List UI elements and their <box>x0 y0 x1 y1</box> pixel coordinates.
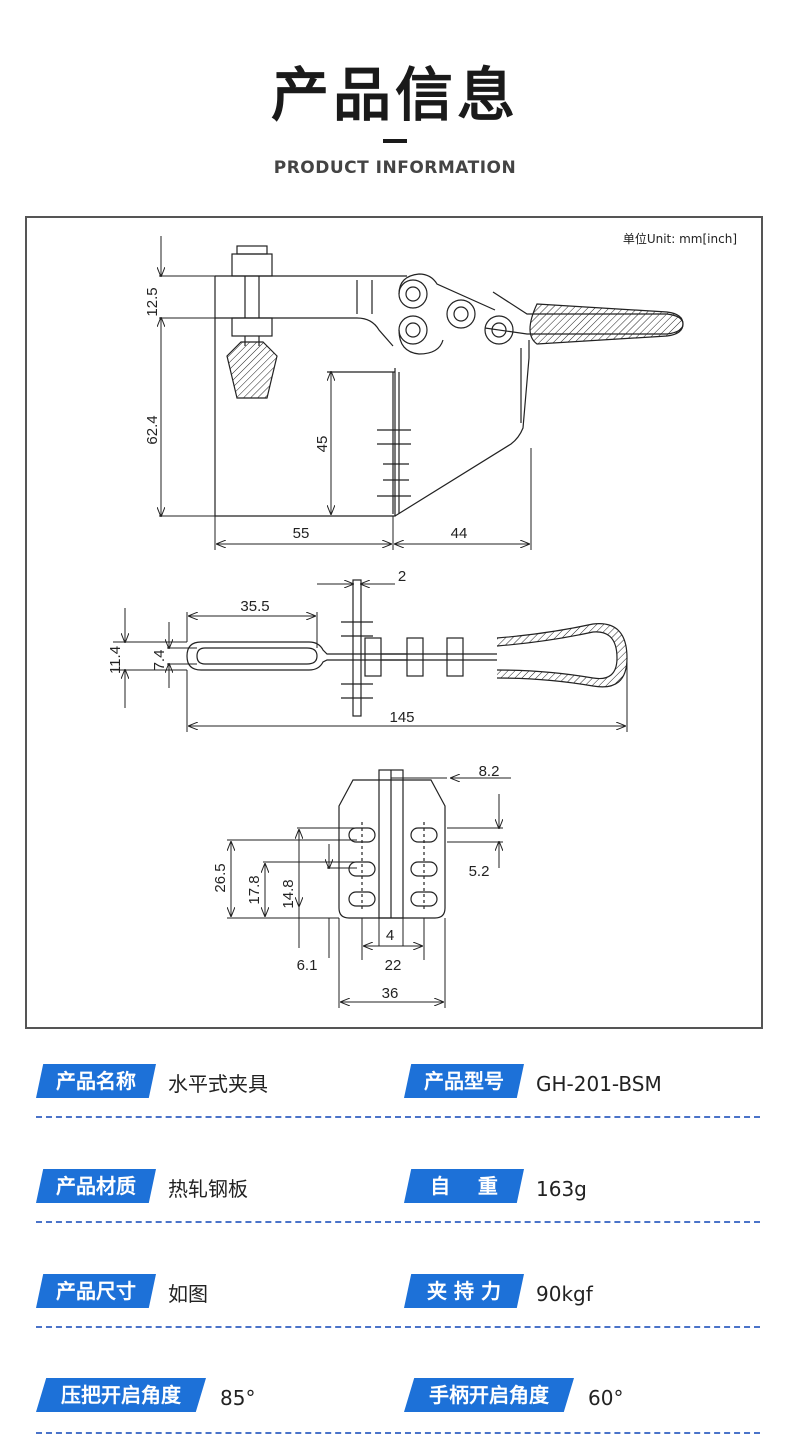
page-title: 产品信息 <box>270 61 519 129</box>
side-view <box>214 245 684 517</box>
spec-cell: 夹 持 力 90kgf <box>404 1268 760 1326</box>
spec-value: 163g <box>536 1177 587 1201</box>
title-underline <box>383 139 407 143</box>
spec-label: 自 重 <box>404 1169 524 1203</box>
row-divider <box>36 1221 760 1223</box>
spec-row: 产品名称 水平式夹具 产品型号 GH-201-BSM <box>36 1058 760 1118</box>
spec-label: 产品材质 <box>36 1169 156 1203</box>
spec-cell: 压把开启角度 85° <box>36 1372 396 1430</box>
spec-cell: 产品名称 水平式夹具 <box>36 1058 396 1116</box>
row-divider <box>36 1326 760 1328</box>
spec-value: 热轧钢板 <box>168 1177 248 1201</box>
spec-value: 如图 <box>168 1282 208 1306</box>
dim-label: 145 <box>389 709 414 726</box>
spec-cell: 手柄开启角度 60° <box>404 1372 760 1430</box>
side-view-dimensions <box>159 236 532 550</box>
dim-label: 8.2 <box>479 763 500 780</box>
spec-label: 夹 持 力 <box>404 1274 524 1308</box>
dim-label: 6.1 <box>297 957 318 974</box>
dim-label: 12.5 <box>144 287 161 316</box>
dim-label: 11.4 <box>107 646 124 674</box>
dim-label: 26.5 <box>212 863 229 892</box>
spec-cell: 产品材质 热轧钢板 <box>36 1163 396 1221</box>
dim-label: 44 <box>451 525 468 542</box>
dim-label: 5.2 <box>469 863 490 880</box>
dim-label: 35.5 <box>240 598 269 615</box>
unit-label: 单位Unit: mm[inch] <box>622 232 737 246</box>
dim-label: 22 <box>385 957 402 974</box>
dim-label: 55 <box>293 525 310 542</box>
spec-value: 90kgf <box>536 1282 593 1306</box>
spec-value: GH-201-BSM <box>536 1072 662 1096</box>
dim-label: 17.8 <box>246 875 263 904</box>
spec-label: 手柄开启角度 <box>404 1378 574 1412</box>
dim-label: 45 <box>314 436 331 453</box>
spec-value: 85° <box>220 1386 256 1410</box>
spec-row: 压把开启角度 85° 手柄开启角度 60° <box>36 1372 760 1434</box>
spec-label: 产品尺寸 <box>36 1274 156 1308</box>
spec-label: 产品型号 <box>404 1064 524 1098</box>
top-view-dimensions <box>113 584 628 732</box>
page-subtitle: PRODUCT INFORMATION <box>273 158 517 178</box>
spec-label: 压把开启角度 <box>36 1378 206 1412</box>
technical-drawing: 12.5 62.4 45 55 44 2 35.5 11.4 7.4 145 8… <box>107 236 684 1008</box>
dim-label: 2 <box>398 568 406 585</box>
dim-label: 4 <box>386 927 394 944</box>
dim-label: 14.8 <box>280 879 297 908</box>
spec-cell: 产品型号 GH-201-BSM <box>404 1058 760 1116</box>
dim-label: 36 <box>382 985 399 1002</box>
spec-cell: 产品尺寸 如图 <box>36 1268 396 1326</box>
spec-row: 产品尺寸 如图 夹 持 力 90kgf <box>36 1268 760 1328</box>
front-view-dimensions <box>227 778 511 1008</box>
front-view <box>338 769 446 919</box>
dim-label: 62.4 <box>144 415 161 444</box>
row-divider <box>36 1432 760 1434</box>
top-view <box>186 579 628 717</box>
spec-cell: 自 重 163g <box>404 1163 760 1221</box>
spec-label: 产品名称 <box>36 1064 156 1098</box>
technical-drawing-frame: 单位Unit: mm[inch] <box>25 216 763 1029</box>
row-divider <box>36 1116 760 1118</box>
spec-value: 60° <box>588 1386 624 1410</box>
dim-label: 7.4 <box>151 650 168 671</box>
spec-value: 水平式夹具 <box>168 1072 268 1096</box>
spec-row: 产品材质 热轧钢板 自 重 163g <box>36 1163 760 1223</box>
